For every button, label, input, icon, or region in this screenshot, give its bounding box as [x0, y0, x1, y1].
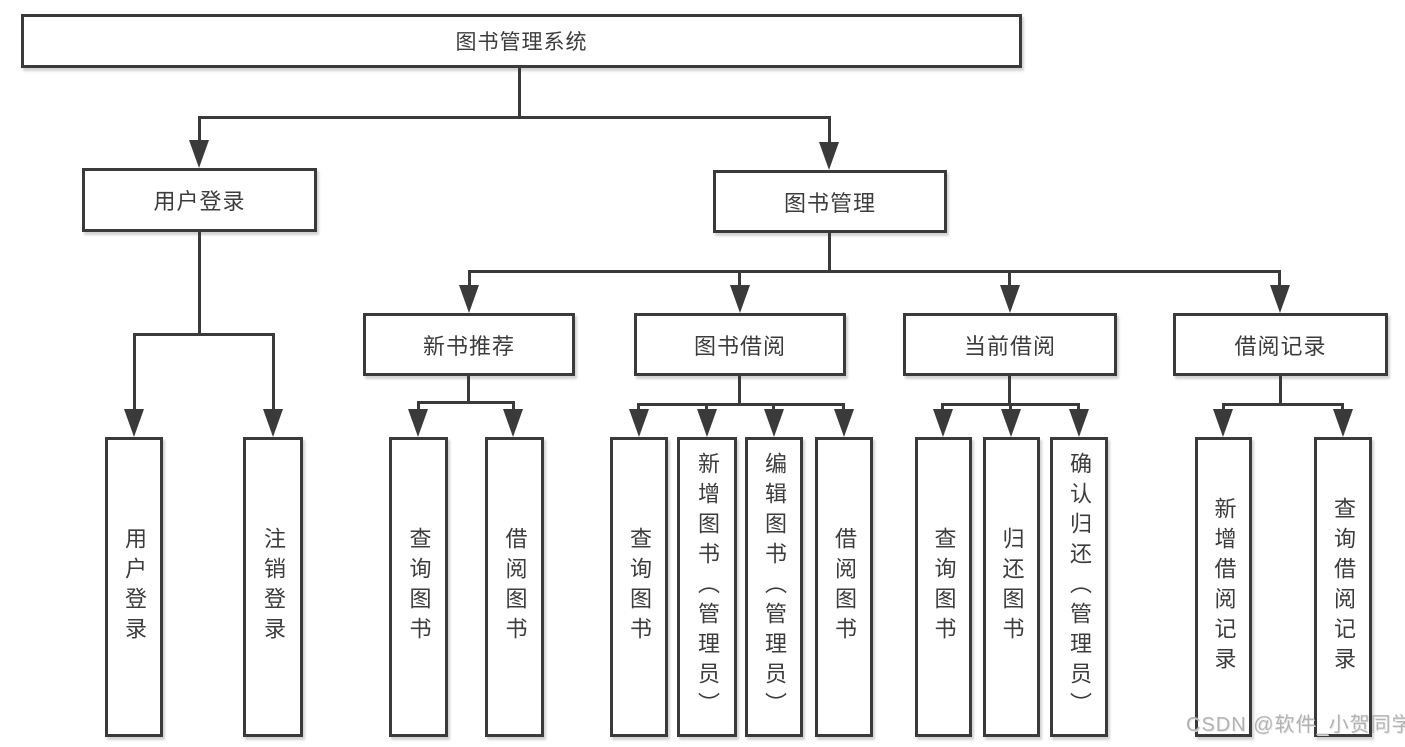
- arrow-down-icon: [933, 409, 953, 437]
- leaf-nb-borrow-book-label: 借阅图书: [502, 527, 528, 647]
- leaf-br-query-record-label: 查询借阅记录: [1331, 497, 1356, 677]
- leaf-logout: 注销登录: [243, 437, 303, 737]
- connector-book-borrowing-down: [738, 376, 741, 406]
- leaf-user-login-label: 用户登录: [122, 527, 147, 647]
- arrow-down-icon: [1001, 409, 1021, 437]
- node-user-login-label: 用户登录: [153, 189, 246, 214]
- leaf-cb-return-book: 归还图书: [983, 437, 1040, 737]
- leaf-user-login: 用户登录: [105, 437, 163, 737]
- connector-level3-stem: [1008, 270, 1011, 288]
- leaf-br-query-record: 查询借阅记录: [1314, 437, 1372, 737]
- csdn-watermark: CSDN @软件_小贺同学: [1186, 714, 1405, 736]
- node-borrowing-records-label: 借阅记录: [1234, 333, 1327, 359]
- leaf-nb-borrow-book: 借阅图书: [485, 437, 544, 737]
- leaf-cb-return-book-label: 归还图书: [999, 527, 1025, 647]
- node-book-management-label: 图书管理: [783, 190, 876, 216]
- arrow-down-icon: [189, 140, 209, 168]
- arrow-down-icon: [459, 285, 479, 313]
- connector-user-login-down: [198, 232, 201, 336]
- node-book-borrowing-label: 图书借阅: [693, 333, 786, 359]
- leaf-cb-query-book-label: 查询图书: [931, 527, 957, 647]
- connector-level3-stem: [1278, 270, 1281, 288]
- node-borrowing-records: 借阅记录: [1173, 313, 1388, 376]
- node-user-login: 用户登录: [82, 168, 317, 232]
- leaf-bb-add-book-label: 新增图书（管理员）: [695, 452, 720, 722]
- connector-leaf-stem: [417, 401, 420, 413]
- node-book-management: 图书管理: [713, 170, 947, 233]
- connector-leaf-stem: [1009, 403, 1012, 413]
- connector-leaf-stem: [133, 333, 136, 411]
- arrow-down-icon: [819, 142, 839, 170]
- arrow-down-icon: [124, 409, 144, 437]
- connector-leaf-stem: [1077, 403, 1080, 413]
- leaf-bb-borrow-book: 借阅图书: [815, 437, 873, 737]
- connector-leaf-stem: [1341, 403, 1344, 413]
- leaf-cb-query-book: 查询图书: [915, 437, 972, 737]
- connector-user-login-stem: [198, 116, 201, 144]
- node-current-borrowing: 当前借阅: [903, 313, 1117, 376]
- connector-root-bus: [198, 116, 831, 119]
- arrow-down-icon: [1333, 409, 1353, 437]
- leaf-nb-query-book: 查询图书: [389, 437, 448, 737]
- arrow-down-icon: [629, 409, 649, 437]
- connector-borrowing-records-down: [1279, 376, 1282, 406]
- arrow-down-icon: [764, 409, 784, 437]
- connector-current-borrowing-down: [1008, 376, 1011, 406]
- node-current-borrowing-label: 当前借阅: [963, 333, 1056, 359]
- leaf-bb-query-book-label: 查询图书: [627, 527, 652, 647]
- node-root: 图书管理系统: [21, 14, 1022, 68]
- arrow-down-icon: [1213, 409, 1233, 437]
- arrow-down-icon: [834, 409, 854, 437]
- leaf-cb-confirm-return-label: 确认归还（管理员）: [1067, 452, 1092, 722]
- connector-new-book-down: [467, 376, 470, 404]
- leaf-logout-label: 注销登录: [261, 527, 286, 647]
- leaf-bb-add-book: 新增图书（管理员）: [677, 437, 737, 737]
- connector-borrowing-records-bus: [1222, 403, 1344, 406]
- arrow-down-icon: [503, 409, 523, 437]
- connector-leaf-stem: [941, 403, 944, 413]
- arrow-down-icon: [1270, 285, 1290, 313]
- connector-leaf-stem: [512, 401, 515, 413]
- arrow-down-icon: [697, 409, 717, 437]
- leaf-bb-borrow-book-label: 借阅图书: [832, 527, 857, 647]
- connector-user-login-bus: [133, 333, 275, 336]
- connector-leaf-stem: [772, 403, 775, 413]
- connector-level3-stem: [468, 270, 471, 288]
- leaf-nb-query-book-label: 查询图书: [406, 527, 432, 647]
- arrow-down-icon: [730, 285, 750, 313]
- connector-leaf-stem: [272, 333, 275, 411]
- arrow-down-icon: [408, 409, 428, 437]
- leaf-br-add-record: 新增借阅记录: [1195, 437, 1252, 737]
- connector-book-borrowing-bus: [637, 403, 845, 406]
- leaf-br-add-record-label: 新增借阅记录: [1211, 497, 1237, 677]
- leaf-cb-confirm-return: 确认归还（管理员）: [1050, 437, 1108, 737]
- connector-root-stem: [518, 68, 521, 119]
- connector-new-book-bus: [417, 401, 515, 404]
- connector-level3-stem: [738, 270, 741, 288]
- connector-book-management-bus: [468, 270, 1281, 273]
- connector-leaf-stem: [842, 403, 845, 413]
- node-root-label: 图书管理系统: [455, 31, 588, 54]
- leaf-bb-edit-book-label: 编辑图书（管理员）: [762, 452, 787, 722]
- node-new-book-recommend: 新书推荐: [363, 313, 575, 376]
- leaf-bb-edit-book: 编辑图书（管理员）: [745, 437, 803, 737]
- node-new-book-recommend-label: 新书推荐: [422, 333, 515, 359]
- arrow-down-icon: [263, 409, 283, 437]
- arrow-down-icon: [1000, 285, 1020, 313]
- connector-leaf-stem: [637, 403, 640, 413]
- arrow-down-icon: [1069, 409, 1089, 437]
- connector-book-management-stem: [828, 116, 831, 146]
- connector-book-management-down: [828, 232, 831, 273]
- connector-leaf-stem: [705, 403, 708, 413]
- node-book-borrowing: 图书借阅: [634, 313, 846, 376]
- connector-leaf-stem: [1222, 403, 1225, 413]
- leaf-bb-query-book: 查询图书: [610, 437, 668, 737]
